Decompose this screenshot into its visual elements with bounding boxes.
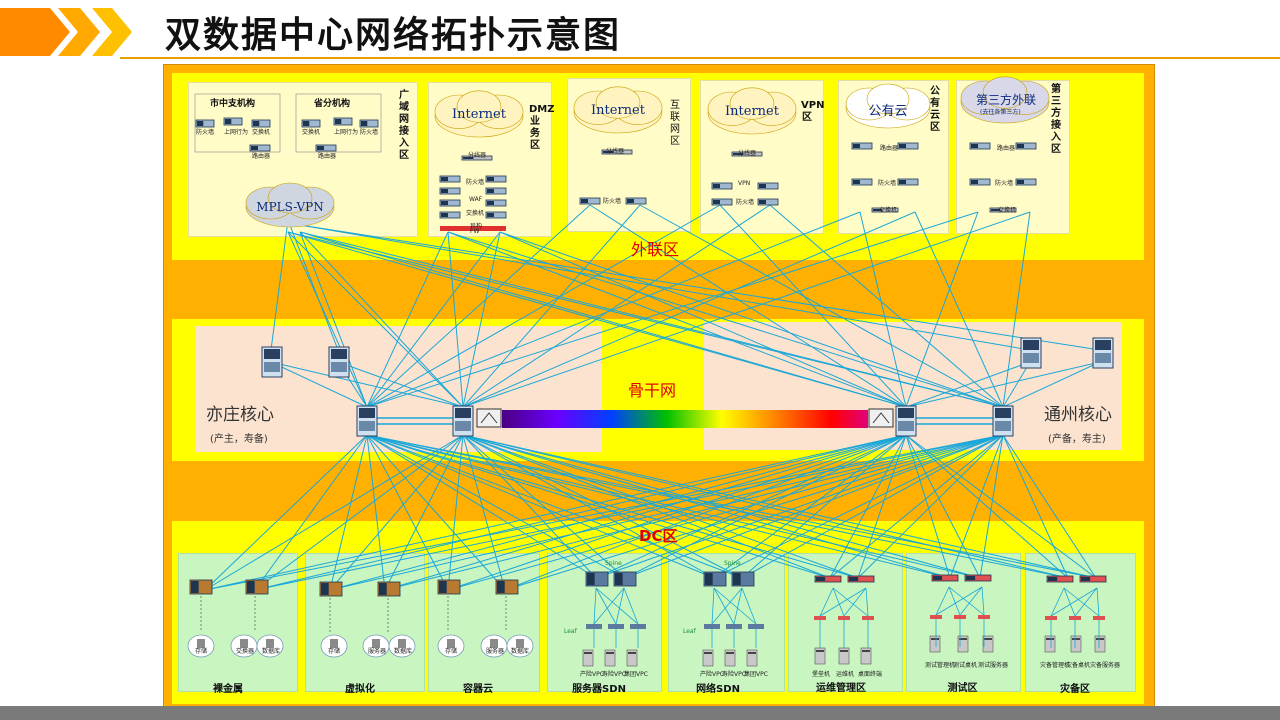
province-device-3: 防火墙 — [360, 129, 379, 136]
dmz-device-waf: WAF — [469, 196, 483, 203]
province-device-2: 上网行为 — [334, 129, 359, 136]
branch-city-label: 市中支机构 — [210, 99, 256, 109]
dc3-node-3: 集团VPC — [624, 671, 648, 678]
dc5-node-3: 桌面终端 — [858, 671, 883, 678]
vpn-internet-label: Internet — [725, 104, 779, 119]
dmz-device-fw: 防火墙 — [466, 179, 485, 186]
public-cloud-label: 公有云 — [868, 104, 908, 119]
interconnect-device-splitter: 分线器 — [606, 148, 625, 155]
left-core-sub: (产主，寿备) — [210, 434, 268, 445]
dc7-node-1: 灾备管理机 — [1040, 662, 1071, 669]
chevron-arrows-icon — [0, 8, 132, 56]
dc-label-test: 测试区 — [947, 683, 978, 694]
dmz-device-hetero: 异构 — [470, 223, 483, 230]
dc-label-container: 容器云 — [463, 684, 493, 695]
dc5-node-1: 堡垒机 — [812, 671, 831, 678]
public-cloud-zone-label: 公有云区 — [930, 86, 940, 133]
dc-label-virtualization: 虚拟化 — [345, 684, 375, 695]
dc4-node-2: 寿险VPC — [722, 671, 746, 678]
dc-zone-dr — [1025, 553, 1136, 692]
public-cloud-device-fw: 防火墙 — [878, 180, 897, 187]
dc-zone-virtualization — [305, 553, 425, 692]
dc-label-dr: 灾备区 — [1060, 684, 1090, 695]
dc4-node-1: 产险VPC — [700, 671, 724, 678]
city-device-2: 上网行为 — [224, 129, 249, 136]
vpn-device-splitter: 分线器 — [738, 150, 757, 157]
dc3-node-1: 产险VPC — [580, 671, 604, 678]
dc2-node-2: 服务器 — [486, 648, 505, 655]
right-core-name: 通州核心 — [1044, 405, 1112, 425]
third-party-cloud-sub: (去往各第三方) — [980, 109, 1021, 116]
right-core-sub: (产备，寿主) — [1048, 434, 1106, 445]
third-party-cloud-label: 第三方外联 — [975, 93, 1036, 107]
dc4-node-3: 集团VPC — [744, 671, 768, 678]
title-underline — [120, 57, 1280, 59]
dc0-node-2: 交换器 — [236, 648, 255, 655]
dc6-node-2: 测试桌机 — [953, 662, 978, 669]
interconnect-device-fw: 防火墙 — [603, 198, 622, 205]
dc-label-server-sdn: 服务器SDN — [572, 684, 626, 695]
province-device-1: 交换机 — [302, 129, 321, 136]
region-label-backbone: 骨干网 — [628, 381, 677, 400]
dc3-leaf: Leaf — [564, 628, 577, 635]
dc-label-ops: 运维管理区 — [816, 683, 866, 694]
city-device-1: 防火墙 — [196, 129, 215, 136]
third-party-device-switch: 交换机 — [998, 207, 1017, 214]
dc0-node-3: 数据库 — [262, 648, 281, 655]
dmz-zone-label: DMZ业务区 — [529, 104, 555, 151]
mpls-vpn-label: MPLS-VPN — [256, 200, 324, 214]
dc1-node-2: 服务器 — [368, 648, 387, 655]
city-device-3: 交换机 — [252, 129, 271, 136]
dc2-node-1: 存储 — [445, 648, 458, 655]
dc5-node-2: 运维机 — [836, 671, 855, 678]
dc-zone-test — [906, 553, 1021, 692]
third-party-device-router: 路由器 — [997, 145, 1016, 152]
dc-zone-baremetal — [178, 553, 298, 692]
vpn-device-fw: 防火墙 — [736, 199, 755, 206]
third-party-device-fw: 防火墙 — [995, 180, 1014, 187]
region-label-external: 外联区 — [631, 240, 680, 259]
dc1-node-1: 存储 — [328, 648, 341, 655]
region-label-dc: DC区 — [639, 527, 678, 545]
dc6-node-3: 测试服务器 — [978, 662, 1009, 669]
interconnect-zone-label: 互联网区 — [670, 100, 680, 147]
dc4-spine: Spine — [724, 560, 741, 567]
city-router-label: 路由器 — [252, 153, 271, 160]
dmz-device-splitter: 分线器 — [468, 152, 487, 159]
dmz-device-fw2: FW — [470, 228, 480, 235]
vpn-device-vpn: VPN — [738, 180, 751, 187]
dc-label-baremetal: 裸金属 — [213, 684, 243, 695]
wan-zone-label: 广域网接入区 — [399, 90, 409, 161]
dc0-node-1: 存储 — [195, 648, 208, 655]
dc-zone-container — [428, 553, 540, 692]
province-router-label: 路由器 — [318, 153, 337, 160]
dc7-node-3: 灾备服务器 — [1090, 662, 1121, 669]
dmz-internet-label: Internet — [452, 107, 506, 122]
dc-label-network-sdn: 网络SDN — [696, 684, 740, 695]
public-cloud-device-switch: 交换机 — [879, 207, 898, 214]
header: 双数据中心网络拓扑示意图 — [0, 0, 1280, 60]
dmz-device-switch: 交换机 — [466, 210, 485, 217]
third-party-zone-label: 第三方接入区 — [1051, 84, 1061, 155]
dc3-spine: Spine — [605, 560, 622, 567]
dc4-leaf: Leaf — [683, 628, 696, 635]
dc2-node-3: 数据库 — [511, 648, 530, 655]
branch-province-label: 省分机构 — [314, 99, 351, 109]
dc7-node-2: 灾备桌机 — [1066, 662, 1091, 669]
left-core-name: 亦庄核心 — [206, 405, 274, 425]
dc6-node-1: 测试管理机 — [925, 662, 956, 669]
dc3-node-2: 寿险VPC — [602, 671, 626, 678]
interconnect-internet-label: Internet — [591, 103, 645, 118]
dc1-node-3: 数据库 — [394, 648, 413, 655]
page-title: 双数据中心网络拓扑示意图 — [165, 15, 622, 56]
public-cloud-device-router: 路由器 — [880, 145, 899, 152]
bottom-bar — [0, 706, 1280, 720]
vpn-zone-label: VPN区 — [801, 100, 825, 123]
